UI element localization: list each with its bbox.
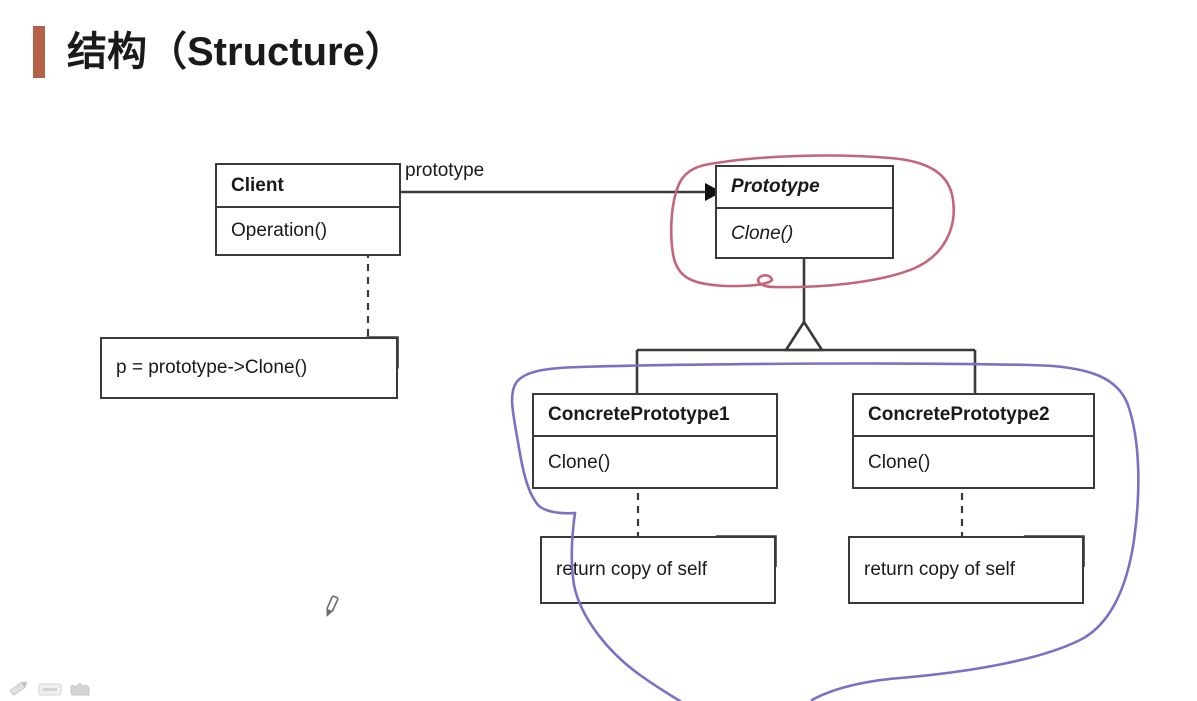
association-label-prototype: prototype — [405, 160, 485, 181]
uml-class-operation: Clone() — [548, 452, 611, 473]
uml-class-title: Client — [217, 165, 399, 208]
association-client-prototype — [400, 183, 722, 201]
generalization-tree — [635, 258, 977, 393]
pointer-tool-button[interactable] — [68, 679, 94, 699]
uml-class-operation: Clone() — [868, 452, 931, 473]
uml-note-client[interactable]: p = prototype->Clone() — [100, 337, 398, 399]
uml-class-operation: Clone() — [731, 223, 794, 244]
uml-class-concreteprototype1[interactable]: ConcretePrototype1 Clone() — [532, 393, 778, 489]
uml-class-title: Prototype — [717, 167, 892, 209]
ink-toolbar[interactable] — [6, 679, 94, 699]
pen-tool-button[interactable] — [6, 679, 32, 699]
uml-class-title: ConcretePrototype1 — [534, 395, 776, 437]
page-title: 结构（Structure） — [67, 30, 405, 74]
uml-class-client[interactable]: Client Operation() — [215, 163, 401, 256]
eraser-tool-button[interactable] — [37, 679, 63, 699]
slide-header: 结构（Structure） — [33, 26, 405, 78]
uml-note-concreteprototype1[interactable]: return copy of self — [540, 536, 776, 604]
uml-class-concreteprototype2[interactable]: ConcretePrototype2 Clone() — [852, 393, 1095, 489]
uml-note-concreteprototype2[interactable]: return copy of self — [848, 536, 1084, 604]
uml-class-title: ConcretePrototype2 — [854, 395, 1093, 437]
uml-class-operation: Operation() — [231, 220, 328, 241]
title-accent-bar — [33, 26, 45, 78]
uml-class-prototype[interactable]: Prototype Clone() — [715, 165, 894, 259]
pen-cursor-icon — [326, 595, 339, 618]
